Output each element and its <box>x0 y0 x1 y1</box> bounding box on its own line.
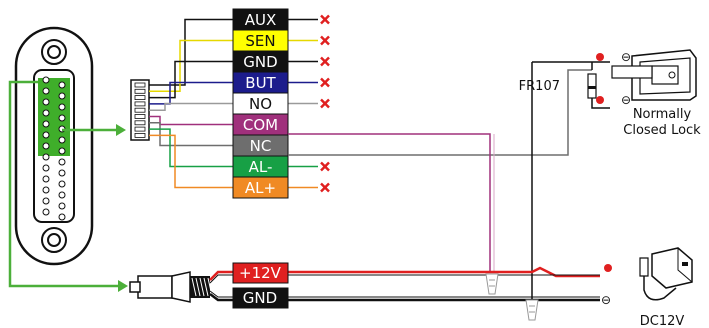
red-x-icon <box>320 14 330 25</box>
terminal-label: AL+ <box>245 179 276 197</box>
terminal-12v <box>232 262 289 284</box>
lock-label-line1: Normally <box>633 107 692 122</box>
terminal-12v-label: +12V <box>239 264 282 282</box>
wire-al <box>149 128 233 168</box>
terminal-power-gnd <box>232 287 289 309</box>
red-x-icon <box>320 98 330 109</box>
red-x-icon <box>320 56 330 67</box>
terminal-label: AUX <box>245 11 277 29</box>
wire-com <box>149 115 233 126</box>
wire-gnd <box>149 60 233 99</box>
wire-al <box>149 134 233 189</box>
wire-nc <box>149 122 233 147</box>
power-adapter-icon <box>639 247 693 301</box>
lock-icon <box>611 49 697 101</box>
wire-sen <box>149 39 233 93</box>
power-section: +12V GND ⊖ DC12V <box>129 247 693 328</box>
wire-but <box>149 81 233 105</box>
plus-icon <box>596 53 604 61</box>
terminal-block: AUX SEN GND BUT NO COM NC AL- AL+ <box>232 8 330 199</box>
minus-icon: ⊖ <box>601 293 611 307</box>
terminal-label: GND <box>243 53 277 71</box>
red-x-icon <box>320 182 330 193</box>
db-pins <box>42 76 66 221</box>
red-x-icon <box>320 77 330 88</box>
db-connector <box>14 26 94 266</box>
terminal-al <box>232 176 289 199</box>
minus-icon: ⊖ <box>621 93 631 107</box>
lock-wiring: FR107 ⊖ ⊖ <box>288 50 631 300</box>
lock-label-line2: Closed Lock <box>623 123 701 138</box>
terminal-label: COM <box>243 116 278 134</box>
supply-label: DC12V <box>640 314 685 328</box>
diode-label: FR107 <box>519 79 560 94</box>
terminal-label: NO <box>249 95 272 113</box>
barrel-plug-icon <box>137 275 173 299</box>
terminal-label: AL- <box>249 158 273 176</box>
red-x-icon <box>320 161 330 172</box>
terminal-label: BUT <box>245 74 276 92</box>
plus-icon <box>604 264 612 272</box>
red-x-icon <box>320 35 330 46</box>
wire-no <box>149 102 233 111</box>
pin-header-plug <box>130 79 150 141</box>
terminal-wires <box>149 18 318 189</box>
green-arrows <box>8 80 128 292</box>
minus-icon: ⊖ <box>621 50 631 64</box>
terminal-label: SEN <box>245 32 275 50</box>
wire-nut-icon <box>485 273 499 295</box>
wire-nut-icon <box>525 299 539 321</box>
terminal-label: NC <box>250 137 272 155</box>
terminal-power-gnd-label: GND <box>243 289 277 307</box>
plus-icon <box>596 96 604 104</box>
wire-aux <box>149 18 233 86</box>
